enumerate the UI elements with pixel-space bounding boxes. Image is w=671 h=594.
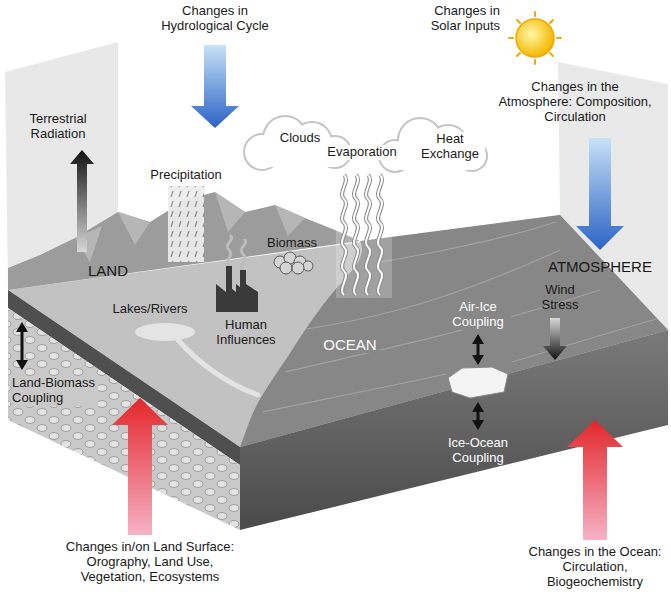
forcing-arrows: [567, 420, 623, 540]
sun-icon: [517, 53, 520, 56]
evaporation-waves: [342, 175, 346, 295]
land-surface: [118, 212, 150, 245]
process-label: Wind Stress: [532, 283, 588, 313]
coupling-arrows: [472, 402, 484, 412]
sun-icon: [534, 12, 536, 16]
ocean-surface: [380, 222, 556, 262]
evaporation-waves: [342, 175, 346, 295]
coupling-arrows: [16, 360, 28, 370]
factory-icon: [241, 240, 246, 270]
driver-label: Changes in/on Land Surface: Orography, L…: [59, 540, 241, 585]
evaporation-waves: [378, 175, 382, 295]
land-surface: [215, 192, 245, 232]
coupling-arrows: [16, 322, 28, 332]
forcing-arrows: [70, 150, 94, 252]
clouds: [245, 117, 486, 171]
driver-label: Changes in Hydrological Cycle: [153, 4, 278, 34]
component-label: Lakes/Rivers: [108, 302, 192, 317]
evaporation-waves: [336, 170, 392, 298]
sun-icon: [557, 37, 561, 39]
forcing-arrows: [70, 45, 624, 540]
evaporation-waves: [342, 175, 382, 295]
block-faces: [8, 290, 668, 530]
sun-icon: [509, 37, 513, 39]
sphere-label: LAND: [78, 262, 138, 279]
coupling-arrows: [472, 355, 484, 365]
lake-river: [178, 340, 258, 395]
sun-icon: [550, 20, 553, 23]
factory-icon: [216, 284, 258, 312]
precipitation-band: [168, 186, 204, 262]
sphere-label: ATMOSPHERE: [544, 258, 656, 275]
clouds: [243, 115, 488, 173]
evaporation-waves: [336, 170, 392, 298]
sun-icon: [550, 53, 553, 56]
coupling-label: Ice-Ocean Coupling: [442, 436, 514, 466]
land-surface: [275, 205, 305, 236]
sun-icon: [516, 19, 554, 57]
evaporation-waves: [342, 175, 382, 295]
sun-icon: [534, 60, 536, 64]
process-label: Precipitation: [141, 168, 231, 183]
evaporation-waves: [366, 175, 370, 295]
forcing-arrows: [112, 398, 168, 535]
process-label: Heat Exchange: [415, 132, 485, 162]
evaporation-waves: [378, 175, 382, 295]
biomass-icon: [274, 252, 313, 274]
evaporation-waves: [366, 175, 370, 295]
clouds: [243, 115, 488, 173]
component-label: Human Influences: [213, 318, 279, 348]
driver-label: Changes in Solar Inputs: [414, 4, 500, 34]
sphere-label: OCEAN: [320, 336, 380, 353]
coupling-label: Land-Biomass Coupling: [12, 376, 98, 406]
biomass-icon: [292, 262, 304, 274]
coupling-arrows: [21, 330, 24, 362]
lake-river: [135, 323, 195, 341]
biomass-icon: [303, 261, 313, 271]
component-label: Biomass: [262, 236, 322, 251]
forcing-arrows: [543, 318, 567, 360]
evaporation-waves: [354, 175, 358, 295]
sun-icon: [517, 20, 520, 23]
evaporation-waves: [354, 175, 358, 295]
driver-label: Changes in the Ocean: Circulation, Bioge…: [525, 545, 665, 590]
coupling-label: Air-Ice Coupling: [445, 300, 511, 330]
ice-floe: [448, 367, 508, 398]
factory-icon: [216, 236, 258, 312]
biomass-icon: [280, 262, 292, 274]
coupling-arrows: [472, 420, 484, 430]
sun-icon: [509, 12, 561, 64]
process-label: Clouds: [276, 131, 324, 146]
forcing-arrows: [576, 138, 624, 250]
factory-icon: [227, 236, 232, 266]
flux-label: Terrestrial Radiation: [17, 112, 99, 142]
coupling-arrows: [472, 334, 484, 344]
forcing-arrows: [191, 45, 239, 128]
precipitation-band: [168, 186, 204, 262]
driver-label: Changes in the Atmosphere: Composition, …: [495, 80, 655, 125]
ice-floe: [448, 367, 508, 398]
process-label: Evaporation: [322, 145, 402, 160]
sun-icon: [509, 12, 561, 64]
